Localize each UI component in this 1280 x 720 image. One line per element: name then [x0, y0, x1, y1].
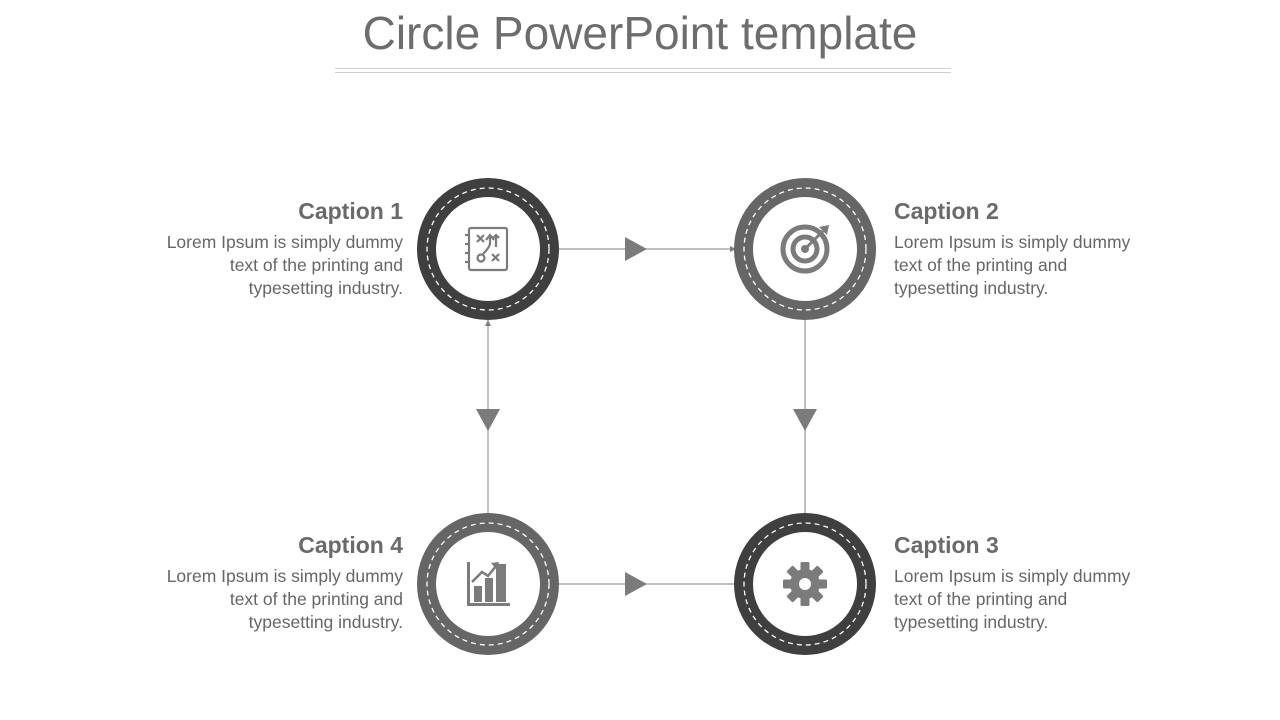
strategy-icon [465, 226, 509, 272]
ring-dash [743, 522, 867, 646]
arrow-tip-up [485, 320, 491, 326]
arrow-down-right [793, 409, 817, 431]
caption-1-title: Caption 1 [298, 198, 403, 224]
caption-4-title: Caption 4 [298, 532, 403, 558]
node-4 [417, 513, 559, 655]
caption-3-title: Caption 3 [894, 532, 999, 558]
target-icon [780, 224, 830, 274]
ring-dash [743, 187, 867, 311]
ring-dash [426, 522, 550, 646]
node-2 [734, 178, 876, 320]
arrow-right-top [625, 237, 647, 261]
ring-dash [426, 187, 550, 311]
caption-2-body: Lorem Ipsum is simply dummy text of the … [894, 232, 1131, 298]
arrow-down-left [476, 409, 500, 431]
growth-chart-icon [467, 562, 510, 606]
caption-1-body: Lorem Ipsum is simply dummy text of the … [166, 232, 403, 298]
caption-block-4: Caption 4 Lorem Ipsum is simply dummy te… [143, 532, 403, 634]
caption-4-body: Lorem Ipsum is simply dummy text of the … [166, 566, 403, 632]
node-3 [734, 513, 876, 655]
gear-icon [783, 562, 827, 606]
caption-3-body: Lorem Ipsum is simply dummy text of the … [894, 566, 1131, 632]
arrow-right-bottom [625, 572, 647, 596]
caption-block-3: Caption 3 Lorem Ipsum is simply dummy te… [894, 532, 1154, 634]
title-underline [335, 68, 951, 73]
node-1 [417, 178, 559, 320]
caption-block-2: Caption 2 Lorem Ipsum is simply dummy te… [894, 198, 1154, 300]
arrow-tip-small [730, 246, 736, 252]
arrowheads [476, 237, 817, 596]
page-title: Circle PowerPoint template [362, 7, 918, 59]
caption-2-title: Caption 2 [894, 198, 999, 224]
caption-block-1: Caption 1 Lorem Ipsum is simply dummy te… [143, 198, 403, 300]
